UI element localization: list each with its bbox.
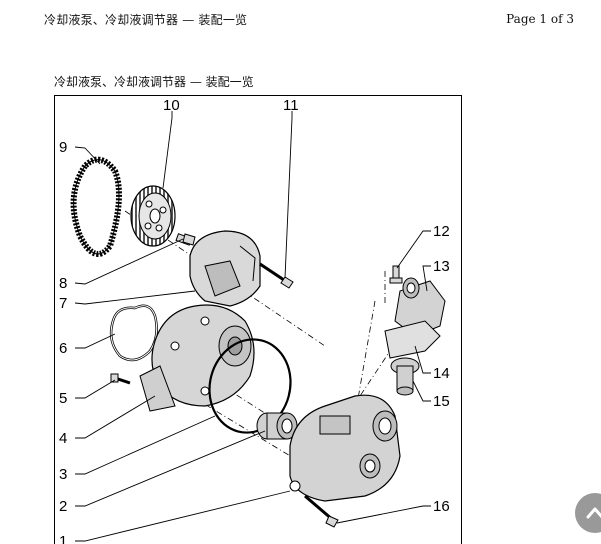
page-indicator: Page 1 of 3 — [506, 12, 574, 26]
drive-belt — [70, 156, 122, 257]
large-o-ring — [208, 338, 292, 434]
callout-12: 12 — [433, 223, 450, 240]
callout-16: 16 — [433, 498, 450, 515]
callout-4: 4 — [59, 430, 67, 447]
exploded-view-diagram: 1 2 3 4 5 6 7 8 9 10 11 12 13 14 15 16 — [54, 95, 462, 544]
mounting-bolt — [304, 494, 339, 528]
callout-7: 7 — [59, 295, 67, 312]
callout-15: 15 — [433, 393, 450, 410]
coolant-pump-housing — [139, 304, 255, 412]
outlet-connector — [394, 277, 446, 337]
callout-2: 2 — [59, 498, 67, 515]
callout-5: 5 — [59, 390, 67, 407]
callout-10: 10 — [163, 97, 180, 114]
thermostat-housing — [289, 394, 401, 502]
belt-guard — [189, 230, 261, 307]
callout-6: 6 — [59, 340, 67, 357]
callout-1: 1 — [59, 533, 67, 544]
callout-14: 14 — [433, 365, 450, 382]
seal-plate — [384, 320, 441, 359]
small-bolt — [110, 373, 131, 385]
toothed-gear — [130, 185, 176, 247]
long-bolt — [259, 262, 294, 289]
thermostat — [390, 357, 420, 396]
callout-8: 8 — [59, 275, 67, 292]
scroll-to-top-button[interactable] — [575, 493, 601, 533]
callout-13: 13 — [433, 258, 450, 275]
cap-screw — [389, 265, 403, 284]
leader-lines — [74, 111, 431, 542]
chevron-up-icon — [586, 507, 601, 519]
callout-11: 11 — [283, 97, 299, 114]
callout-3: 3 — [59, 466, 67, 483]
callout-9: 9 — [59, 139, 67, 156]
coupling — [256, 412, 298, 440]
figure-caption: 冷却液泵、冷却液调节器 — 装配一览 — [54, 75, 254, 89]
document-title: 冷却液泵、冷却液调节器 — 装配一览 — [44, 13, 248, 27]
gear-bolt — [175, 233, 196, 246]
exploded-view-drawing: 1 2 3 4 5 6 7 8 9 10 11 12 13 14 15 16 — [59, 97, 450, 544]
callout-labels: 1 2 3 4 5 6 7 8 9 10 11 12 13 14 15 16 — [59, 97, 450, 544]
